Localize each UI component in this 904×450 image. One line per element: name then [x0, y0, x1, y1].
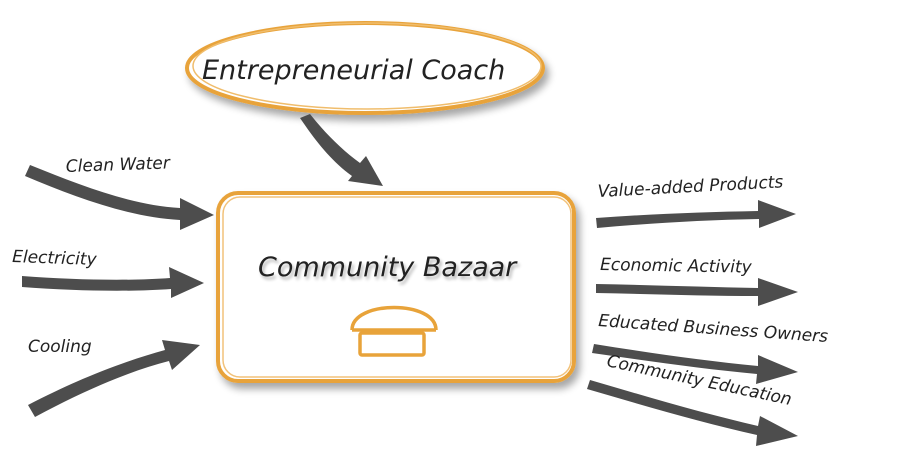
bazaar-node: [216, 191, 576, 383]
coach-node: [185, 21, 545, 115]
output-arrow-community-education: [587, 380, 798, 446]
input-arrow-clean-water: [25, 165, 214, 230]
output-arrow-educated-business-owners: [592, 344, 798, 384]
coach-label: Entrepreneurial Coach: [202, 55, 505, 86]
output-label-value-added-products: Value-added Products: [597, 172, 784, 202]
output-arrow-economic-activity: [596, 278, 798, 306]
bazaar-label: Community Bazaar: [258, 252, 518, 283]
input-label-electricity: Electricity: [12, 247, 98, 270]
input-label-clean-water: Clean Water: [65, 153, 171, 177]
coach-to-bazaar-arrow: [300, 114, 383, 186]
input-arrow-electricity: [22, 267, 204, 298]
output-label-economic-activity: Economic Activity: [600, 255, 753, 278]
input-arrow-cooling: [28, 340, 200, 417]
market-stall-icon: [350, 305, 438, 357]
output-arrow-value-added-products: [596, 200, 796, 228]
output-label-educated-business-owners: Educated Business Owners: [598, 311, 829, 347]
input-label-cooling: Cooling: [28, 337, 92, 357]
